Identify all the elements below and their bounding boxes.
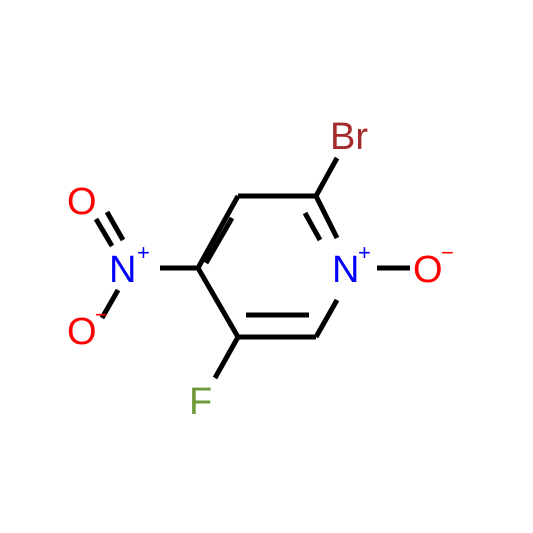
ring-nitrogen-charge: + <box>358 240 371 265</box>
bond-n1-c2 <box>313 194 340 240</box>
bond-c2-br <box>313 156 340 198</box>
nitro-nitrogen-atom: N <box>109 249 136 291</box>
n-oxide-oxygen-charge: − <box>441 240 454 265</box>
nitro-oxygen-double-atom: O <box>67 181 97 223</box>
bond-c3-c4 <box>195 194 241 270</box>
bond-c6-n1 <box>313 298 340 339</box>
ring-nitrogen-atom: N <box>332 249 359 291</box>
nitro-oxygen-single-atom: O <box>67 311 97 353</box>
bond-c3-c4-inner <box>203 216 235 265</box>
n-oxide-oxygen-atom: O <box>413 249 443 291</box>
bromine-atom: Br <box>330 116 368 158</box>
bond-c4-c5 <box>195 266 241 339</box>
bond-c5-f <box>212 335 241 380</box>
fluorine-atom: F <box>189 381 212 423</box>
bond-nitro-n-o-single <box>99 288 121 320</box>
nitro-nitrogen-charge: + <box>137 240 150 265</box>
bond-nitro-n-o-double-a <box>93 217 115 248</box>
bond-nitro-n-o-double-b <box>104 210 126 242</box>
nitro-oxygen-single-charge: − <box>95 302 108 327</box>
bond-n1-c2-inner <box>302 211 323 242</box>
